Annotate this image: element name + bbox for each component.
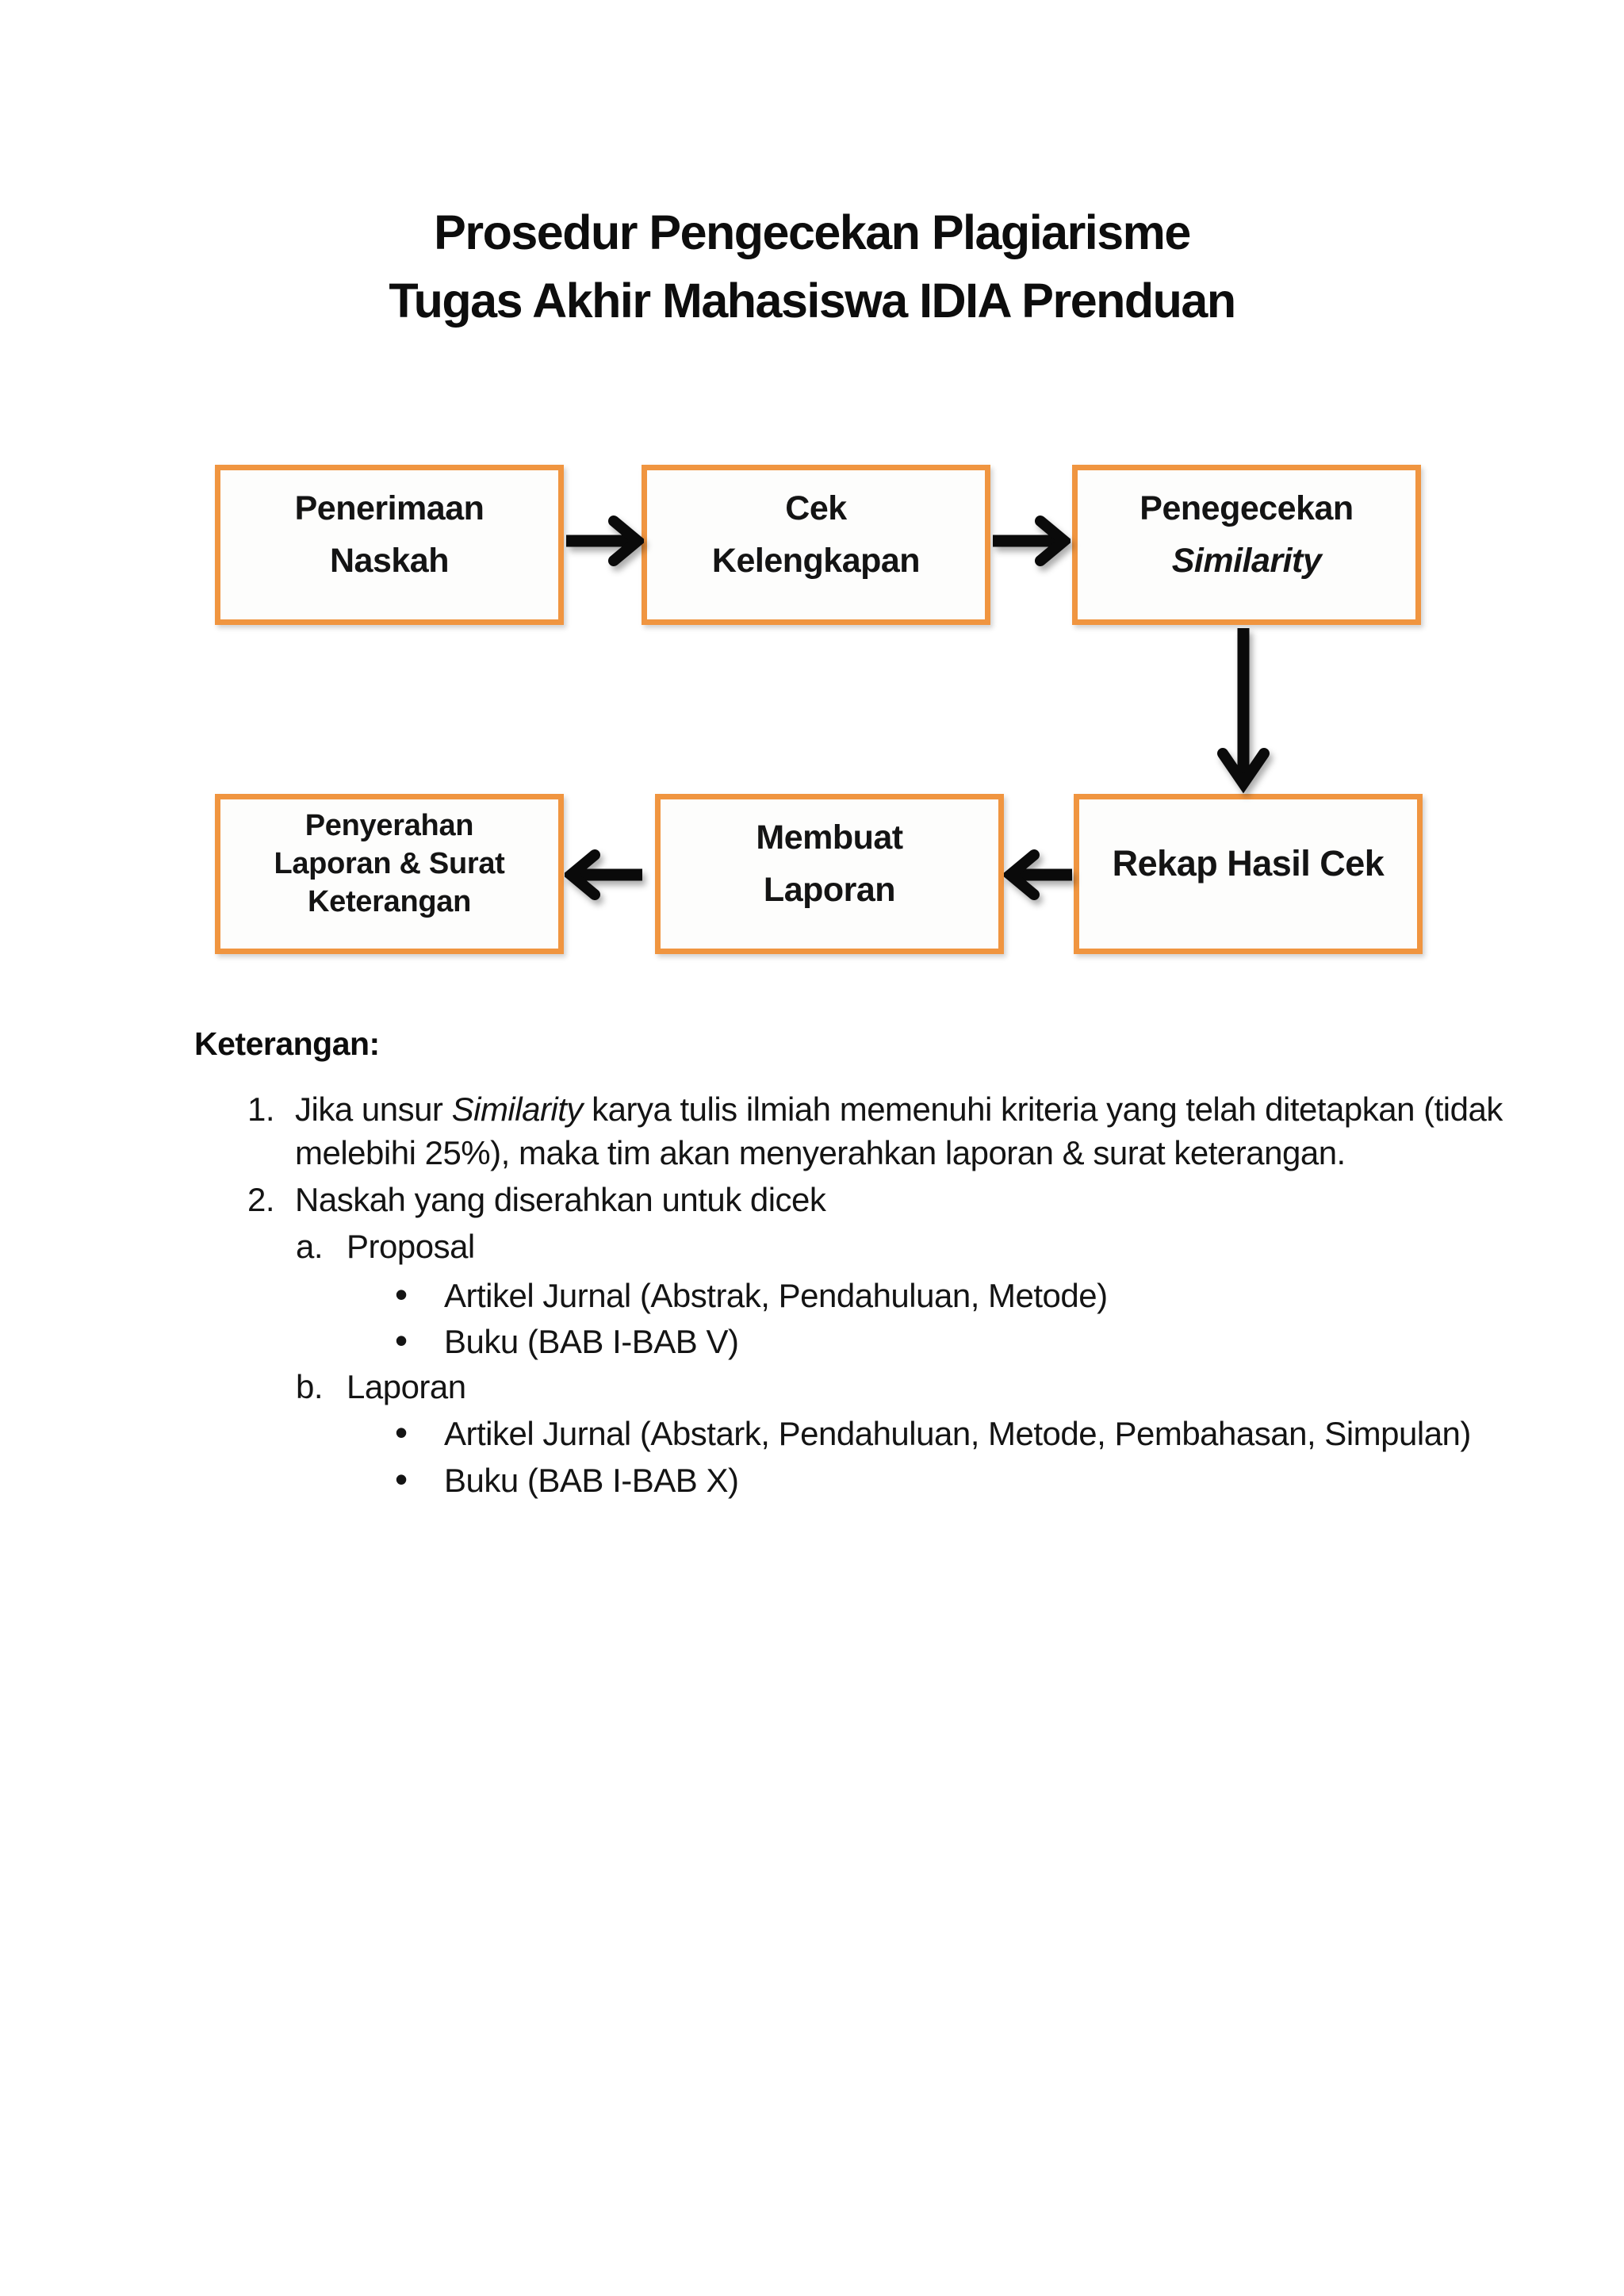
flow-box-label: Keterangan — [307, 885, 472, 918]
note-item2-text: Naskah yang diserahkan untuk dicek — [295, 1181, 826, 1218]
note-item1-seg3: karya tulis ilmiah memenuhi kriteria yan… — [582, 1091, 1503, 1128]
page-title: Prosedur Pengecekan Plagiarisme Tugas Ak… — [0, 198, 1624, 335]
note-sub-a-title: Proposal — [347, 1228, 475, 1265]
page-title-line1: Prosedur Pengecekan Plagiarisme — [434, 205, 1191, 259]
note-sub-b-bullet1: Artikel Jurnal (Abstark, Pendahuluan, Me… — [444, 1415, 1471, 1452]
flow-box-label: Membuat — [756, 818, 903, 857]
flow-box-label: Rekap Hasil Cek — [1112, 843, 1385, 884]
flow-box-label: Naskah — [330, 542, 449, 580]
bullet-icon: • — [395, 1412, 408, 1453]
note-sub-b-bullet2: Buku (BAB I-BAB X) — [444, 1462, 739, 1499]
note-item1-line2: melebihi 25%), maka tim akan menyerahkan… — [295, 1134, 1346, 1171]
flow-box-label: Cek — [785, 489, 847, 527]
flow-box-label: Penerimaan — [294, 489, 485, 527]
flow-box-label-similarity: Similarity — [1171, 542, 1322, 580]
flow-box-label: Laporan & Surat — [274, 847, 505, 880]
note-sub-b-title: Laporan — [347, 1368, 466, 1405]
arrow-left-icon — [565, 849, 642, 900]
note-item1-seg1: Jika unsur — [295, 1091, 452, 1128]
arrow-down-icon — [1217, 628, 1270, 794]
note-sub-b-marker: b. — [296, 1368, 324, 1405]
bullet-icon: • — [395, 1458, 408, 1500]
note-sub-a-bullet1: Artikel Jurnal (Abstrak, Pendahuluan, Me… — [444, 1277, 1108, 1314]
flow-box-rekap-hasil-cek: Rekap Hasil Cek — [1074, 794, 1423, 954]
note-sub-a-marker: a. — [296, 1228, 324, 1265]
flow-box-label: Laporan — [763, 871, 896, 909]
arrow-right-icon — [566, 516, 644, 566]
bullet-icon: • — [395, 1320, 408, 1361]
flow-box-pengecekan-similarity: Penegecekan Similarity — [1072, 465, 1421, 625]
note-sub-a-bullet2: Buku (BAB I-BAB V) — [444, 1323, 739, 1360]
note-item1-number: 1. — [247, 1091, 275, 1128]
note-item1-similarity: Similarity — [451, 1091, 584, 1128]
flow-box-cek-kelengkapan: Cek Kelengkapan — [642, 465, 990, 625]
flow-box-label: Kelengkapan — [711, 542, 921, 580]
note-item2-number: 2. — [247, 1181, 275, 1218]
note-item1-line1: Jika unsur Similarity karya tulis ilmiah… — [295, 1090, 1503, 1129]
arrow-left-icon — [1004, 849, 1072, 900]
flow-box-label: Penyerahan — [304, 809, 474, 842]
notes-heading: Keterangan: — [194, 1025, 380, 1062]
flow-box-label: Penegecekan — [1139, 489, 1354, 527]
flow-box-membuat-laporan: Membuat Laporan — [655, 794, 1004, 954]
arrow-right-icon — [993, 516, 1071, 566]
page-title-line2: Tugas Akhir Mahasiswa IDIA Prenduan — [389, 274, 1236, 328]
flow-box-penerimaan-naskah: Penerimaan Naskah — [215, 465, 564, 625]
bullet-icon: • — [395, 1274, 408, 1315]
flow-box-penyerahan-laporan: Penyerahan Laporan & Surat Keterangan — [215, 794, 564, 954]
